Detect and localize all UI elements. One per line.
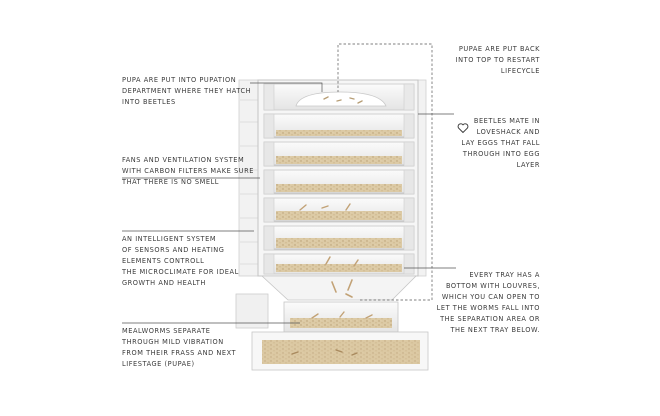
leader-lines — [122, 43, 456, 324]
caption-fans-ventilation: FANS AND VENTILATION SYSTEM WITH CARBON … — [122, 156, 254, 186]
tray-stack — [263, 113, 415, 275]
caption-mealworms-separate: MEALWORMS SEPARATE THROUGH MILD VIBRATIO… — [122, 327, 237, 368]
tray-6 — [263, 253, 415, 275]
separation-funnel — [235, 275, 417, 333]
tray-4 — [263, 197, 415, 223]
caption-beetles-mate: BEETLES MATE IN LOVESHACK AND LAY EGGS T… — [461, 117, 540, 169]
tray-3 — [263, 169, 415, 195]
heart-icon — [457, 121, 469, 134]
caption-pupation-department: PUPA ARE PUT INTO PUPATION DEPARTMENT WH… — [122, 76, 252, 106]
top-compartment — [263, 83, 415, 111]
caption-sensors-heating: AN INTELLIGENT SYSTEM OF SENSORS AND HEA… — [122, 235, 239, 287]
caption-pupae-put-back: PUPAE ARE PUT BACK INTO TOP TO RESTART L… — [455, 45, 540, 75]
tray-5 — [263, 225, 415, 251]
tray-1 — [263, 113, 415, 139]
caption-tray-louvres: EVERY TRAY HAS A BOTTOM WITH LOUVRES, WH… — [436, 271, 540, 334]
tray-2 — [263, 141, 415, 167]
frass-drawer — [251, 331, 429, 371]
